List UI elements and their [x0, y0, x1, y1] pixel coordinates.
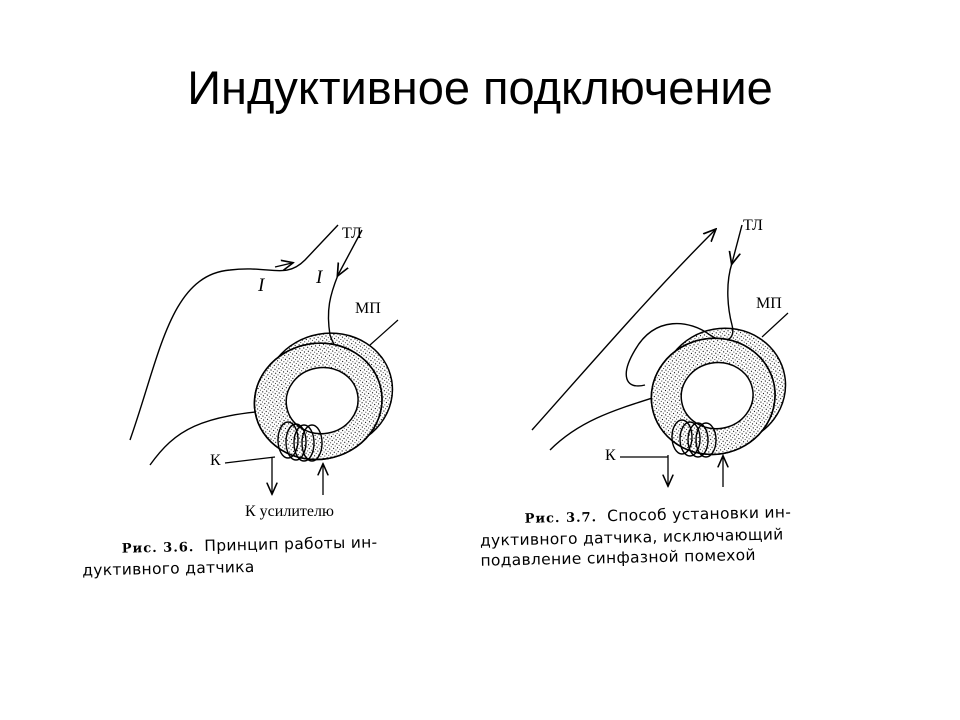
figure-inductive-sensor-principle: ТЛ МП К I I К усилителю Рис. 3.6. Принцип…	[80, 205, 460, 605]
caption-left-number: Рис. 3.6.	[121, 540, 195, 557]
caption-left-line2: дуктивного датчика	[82, 557, 255, 580]
label-k: К	[605, 447, 616, 464]
conductor-line-return	[732, 224, 743, 263]
label-tl: ТЛ	[342, 225, 362, 242]
magnetic-core	[650, 327, 787, 456]
magnetic-core	[253, 332, 394, 461]
figure-sensor-installation: ТЛ МП К Рис. 3.7.Способ установки ин- ду…	[470, 205, 870, 605]
winding-coil	[277, 421, 323, 462]
label-current-1: I	[258, 275, 265, 296]
label-to-amplifier: К усилителю	[245, 503, 334, 520]
caption-left-line1: Принцип работы ин-	[204, 533, 378, 555]
winding-coil	[671, 419, 717, 458]
label-mp: МП	[756, 295, 782, 312]
slide-title: Индуктивное подключение	[187, 61, 773, 114]
k-leader-line	[224, 456, 276, 464]
current-arrow-1	[274, 263, 292, 267]
caption-right-number: Рис. 3.7.	[524, 510, 598, 527]
conductor-line-upper	[531, 230, 715, 431]
conductor-line-return	[338, 229, 363, 275]
label-mp: МП	[355, 300, 381, 317]
mp-leader-line	[761, 312, 789, 338]
diagram-left	[129, 224, 399, 605]
label-current-2: I	[316, 267, 323, 288]
caption-right: Рис. 3.7.Способ установки ин- дуктивного…	[480, 502, 792, 570]
label-tl: ТЛ	[743, 217, 763, 234]
label-k: К	[210, 452, 221, 469]
caption-right-line1: Способ установки ин-	[606, 503, 792, 526]
caption-left: Рис. 3.6. Принцип работы ин- дуктивного д…	[82, 532, 379, 579]
diagram-right	[531, 224, 789, 605]
mp-leader-line	[369, 319, 399, 346]
